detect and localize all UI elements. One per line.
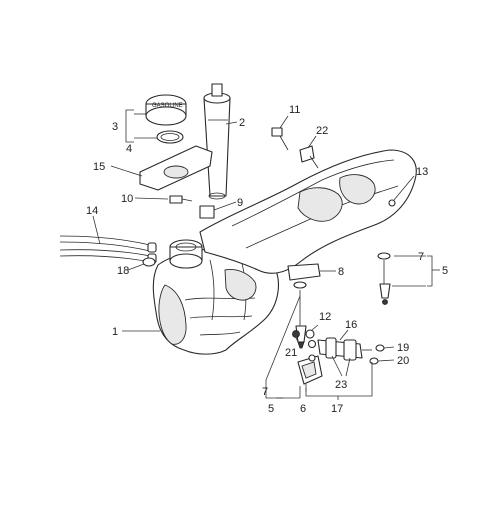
part-cap-seal (156, 130, 184, 144)
part-fitting-21 (292, 330, 300, 338)
part-tube (203, 83, 231, 200)
callout-7-lower: 7 (262, 386, 268, 398)
callout-labels: 1 2 3 4 5 5 6 7 7 8 9 10 11 12 13 14 15 … (86, 104, 448, 415)
callout-5-right: 5 (442, 265, 448, 277)
part-bracket-22 (299, 145, 319, 169)
part-sender-unit-right (377, 252, 391, 305)
callout-9: 9 (237, 197, 243, 209)
callout-10: 10 (121, 193, 133, 205)
cap-lettering: GASOLINE (152, 103, 183, 109)
callout-1: 1 (112, 326, 118, 338)
callout-11: 11 (289, 104, 300, 116)
callout-5-lower: 5 (268, 403, 274, 415)
part-fuel-pump (307, 337, 372, 362)
callout-16: 16 (345, 319, 357, 331)
callout-21: 21 (285, 347, 297, 359)
callout-17: 17 (331, 403, 343, 415)
callout-23: 23 (335, 379, 347, 391)
leader-lines (92, 109, 440, 400)
part-hoses (59, 235, 157, 264)
callout-12: 12 (319, 311, 331, 323)
callout-15: 15 (93, 161, 105, 173)
callout-19: 19 (397, 342, 409, 354)
callout-22: 22 (316, 125, 328, 137)
callout-2: 2 (239, 117, 245, 129)
part-clip-9 (199, 205, 215, 219)
part-tray (139, 145, 213, 191)
callout-13: 13 (416, 166, 428, 178)
callout-18: 18 (117, 265, 129, 277)
part-clamp-8 (287, 263, 321, 281)
part-clamp-18 (142, 257, 156, 267)
part-seal-19 (375, 344, 385, 352)
part-frame (199, 149, 417, 274)
part-bolt-11 (271, 127, 289, 151)
part-filler-neck (169, 239, 203, 269)
part-screw-10 (169, 195, 193, 204)
part-sender-unit-lower (293, 281, 307, 349)
callout-3: 3 (112, 121, 118, 133)
part-fuel-cap: GASOLINE (145, 94, 187, 126)
callout-4: 4 (126, 143, 132, 155)
part-clip-12 (305, 329, 315, 339)
callout-8: 8 (338, 266, 344, 278)
callout-14: 14 (86, 205, 98, 217)
part-seal-20 (369, 357, 379, 365)
callout-7-right: 7 (418, 251, 424, 263)
callout-6: 6 (300, 403, 306, 415)
callout-20: 20 (397, 355, 409, 367)
